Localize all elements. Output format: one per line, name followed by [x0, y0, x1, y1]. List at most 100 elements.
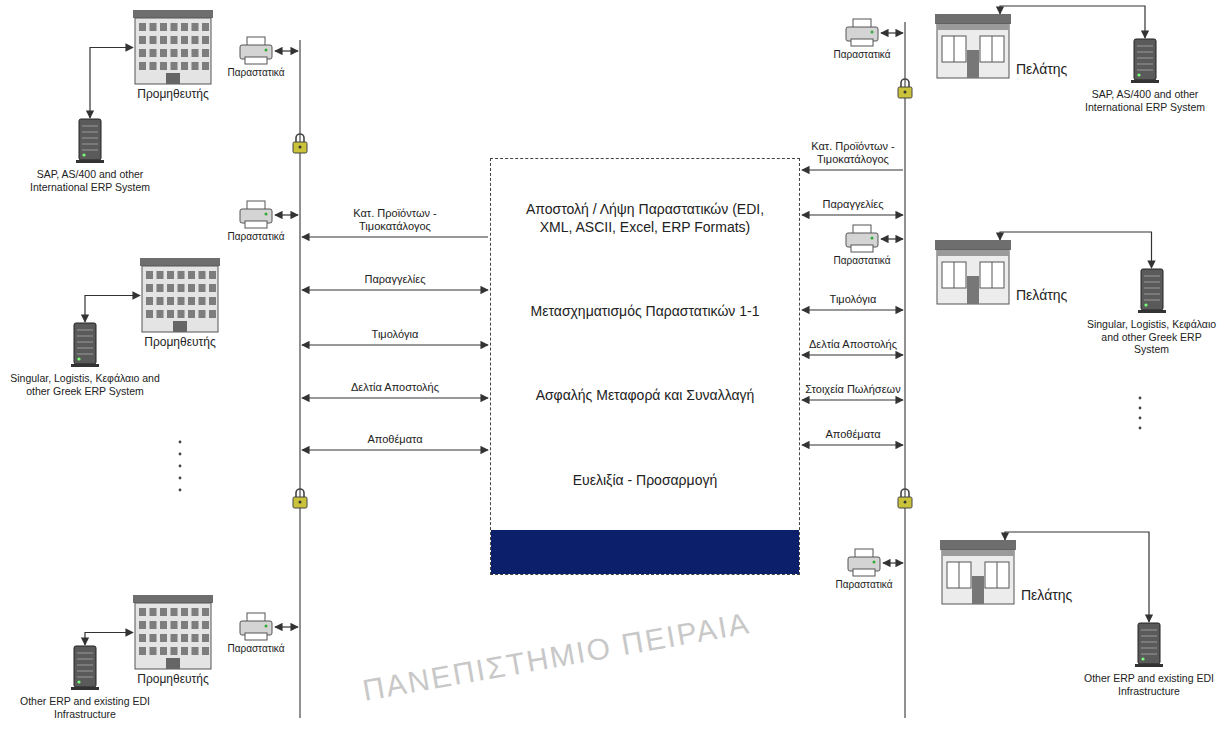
color-band [491, 530, 799, 574]
node-text: Προμηθευτής [140, 335, 220, 349]
flow-arrow [302, 449, 488, 450]
node-text: Πελάτης [1016, 61, 1067, 77]
padlock-symbol [898, 79, 912, 98]
flow-label: Κατ. Προϊόντων - Τιμοκατάλογος [335, 207, 455, 233]
erp-server: Other ERP and existing EDI Infrastructur… [10, 645, 160, 720]
flow-label: Αποθέματα [804, 428, 902, 441]
node-text: Other ERP and existing EDI Infrastructur… [10, 695, 160, 720]
node-text: Παραστατικά [832, 579, 896, 590]
customer-shop: Πελάτης [935, 240, 1067, 305]
node-text: Singular, Logistis, Κεφάλαιο and other G… [1085, 318, 1218, 356]
node-text: Αποστολή / Λήψη Παραστατικών (EDI, XML, … [510, 200, 780, 238]
node-text: Ασφαλής Μεταφορά και Συναλλαγή [536, 386, 755, 405]
flow-label: Τιμολόγια [804, 293, 902, 306]
flow-arrow [302, 289, 488, 290]
printer-link [881, 238, 903, 239]
supplier-building: Προμηθευτής [133, 595, 213, 686]
flow-arrow [302, 236, 488, 237]
erp-server: Singular, Logistis, Κεφάλαιο and other G… [10, 322, 160, 397]
shop-icon [935, 240, 1011, 305]
exchange-platform-box: Αποστολή / Λήψη Παραστατικών (EDI, XML, … [490, 158, 800, 575]
node-text: SAP, AS/400 and other International ERP … [10, 168, 170, 193]
node-text: Μετασχηματισμός Παραστατικών 1-1 [531, 302, 760, 321]
server-icon [1134, 268, 1170, 314]
shop-icon [935, 14, 1011, 79]
flow-arrow [802, 309, 903, 310]
server-icon [67, 322, 103, 368]
flow-label: Παραγγελίες [804, 198, 902, 211]
server-icon [72, 118, 108, 164]
server-icon [1131, 622, 1167, 668]
padlock-symbol [898, 489, 912, 508]
flow-arrow [802, 169, 903, 170]
flow-label: Κατ. Προϊόντων - Τιμοκατάλογος [804, 140, 902, 166]
erp-server: Singular, Logistis, Κεφάλαιο and other G… [1085, 268, 1218, 356]
shop-icon [940, 540, 1016, 605]
erp-server: Other ERP and existing EDI Infrastructur… [1080, 622, 1218, 697]
document-printer: Παραστατικά [830, 224, 894, 266]
node-text: Ευελιξία - Προσαρμογή [573, 471, 717, 490]
erp-server: SAP, AS/400 and other International ERP … [1072, 38, 1218, 113]
node-text: Παραστατικά [830, 255, 894, 266]
padlock-symbol [293, 489, 307, 508]
flow-arrow [802, 214, 903, 215]
document-printer: Παραστατικά [832, 548, 896, 590]
flow-label: Τιμολόγια [320, 328, 470, 341]
erp-link-connector [90, 48, 133, 119]
flow-arrow [802, 399, 903, 400]
node-text: Παραστατικά [830, 49, 894, 60]
node-text: Παραστατικά [224, 67, 288, 78]
node-text: Προμηθευτής [133, 672, 213, 686]
flow-arrow [802, 354, 903, 355]
flow-label: Στοιχεία Πωλήσεων [804, 383, 902, 396]
server-icon [67, 645, 103, 691]
erp-link-connector [85, 296, 140, 323]
supplier-building: Προμηθευτής [133, 10, 213, 101]
padlock-symbol [293, 134, 307, 153]
printer-link [883, 562, 903, 563]
document-printer: Παραστατικά [224, 36, 288, 78]
printer-icon [847, 548, 881, 578]
watermark: ΠΑΝΕΠΙΣΤΗΜΙΟ ΠΕΙΡΑΙΑ [360, 606, 753, 708]
node-text: Other ERP and existing EDI Infrastructur… [1080, 672, 1218, 697]
continuation-dots [179, 441, 182, 492]
node-text: Παραστατικά [224, 643, 288, 654]
node-text: Singular, Logistis, Κεφάλαιο and other G… [10, 372, 160, 397]
erp-link-connector [1000, 232, 1152, 268]
node-text: SAP, AS/400 and other International ERP … [1072, 88, 1218, 113]
printer-icon [845, 18, 879, 48]
node-text: Παραστατικά [224, 231, 288, 242]
building-icon [140, 258, 220, 333]
customer-shop: Πελάτης [940, 540, 1072, 605]
document-printer: Παραστατικά [830, 18, 894, 60]
node-text: Προμηθευτής [133, 87, 213, 101]
box-content: Αποστολή / Λήψη Παραστατικών (EDI, XML, … [491, 159, 799, 530]
printer-link [275, 214, 298, 215]
server-icon [1127, 38, 1163, 84]
flow-label: Δελτία Αποστολής [804, 338, 902, 351]
printer-icon [239, 612, 273, 642]
flow-label: Αποθέματα [320, 433, 470, 446]
node-text: Πελάτης [1016, 287, 1067, 303]
flow-label: Δελτία Αποστολής [320, 381, 470, 394]
printer-icon [239, 36, 273, 66]
document-printer: Παραστατικά [224, 612, 288, 654]
flow-arrow [802, 444, 903, 445]
flow-arrow [302, 344, 488, 345]
building-icon [133, 10, 213, 85]
document-printer: Παραστατικά [224, 200, 288, 242]
customer-bus-line [904, 22, 905, 718]
supplier-building: Προμηθευτής [140, 258, 220, 349]
customer-shop: Πελάτης [935, 14, 1067, 79]
printer-link [881, 32, 903, 33]
building-icon [133, 595, 213, 670]
flow-label: Παραγγελίες [320, 273, 470, 286]
erp-server: SAP, AS/400 and other International ERP … [10, 118, 170, 193]
erp-link-connector [1005, 532, 1149, 622]
erp-link-connector [85, 633, 133, 646]
printer-icon [239, 200, 273, 230]
printer-link [275, 626, 298, 627]
printer-icon [845, 224, 879, 254]
flow-arrow [302, 397, 488, 398]
